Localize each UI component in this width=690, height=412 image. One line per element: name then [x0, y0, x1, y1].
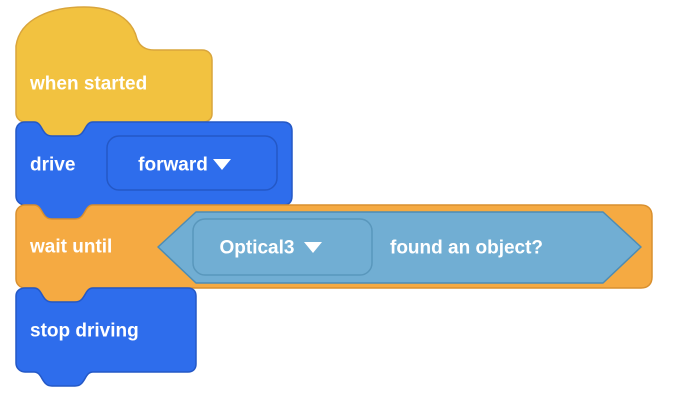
- stop-driving-block-body[interactable]: [15, 287, 197, 387]
- dropdown-arrow-icon[interactable]: [304, 242, 322, 253]
- drive-label: drive: [30, 155, 75, 176]
- sensor-dropdown-value[interactable]: Optical3: [220, 238, 295, 259]
- wait-until-label: wait until: [29, 237, 112, 258]
- block-wait-until: wait until Optical3 found an object?: [15, 204, 653, 303]
- sensor-dropdown[interactable]: Optical3: [192, 218, 373, 276]
- block-drive: drive forward: [15, 121, 293, 220]
- stop-driving-label: stop driving: [30, 321, 139, 342]
- block-when-started: when started: [15, 6, 213, 137]
- drive-direction-dropdown-value[interactable]: forward: [138, 155, 208, 176]
- when-started-label: when started: [29, 74, 147, 95]
- condition-label: found an object?: [390, 238, 543, 259]
- drive-direction-dropdown-field[interactable]: [106, 135, 278, 191]
- when-started-block-body[interactable]: [15, 6, 213, 137]
- drive-direction-dropdown[interactable]: forward: [106, 135, 278, 191]
- sensor-dropdown-field[interactable]: [192, 218, 373, 276]
- block-stop-driving: stop driving: [15, 287, 197, 387]
- dropdown-arrow-icon[interactable]: [213, 159, 231, 170]
- condition-hexagon-block: Optical3 found an object?: [157, 211, 642, 284]
